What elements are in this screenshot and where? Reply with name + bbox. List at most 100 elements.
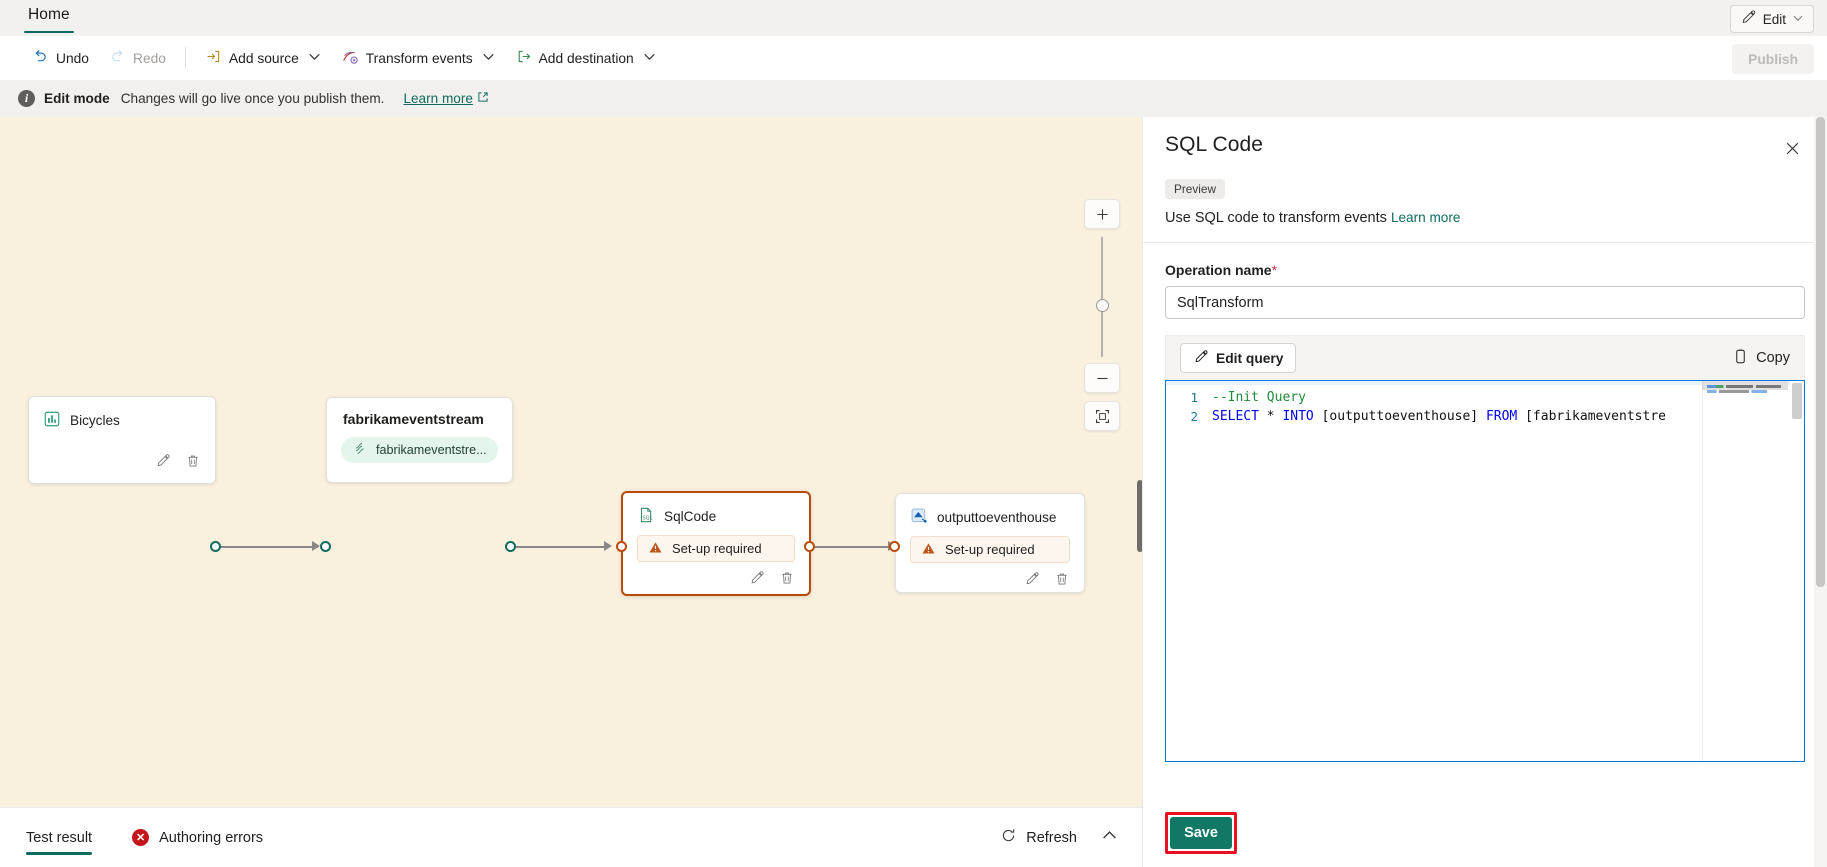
page-scrollbar[interactable] [1814,117,1827,867]
node-status-label: Set-up required [945,542,1035,557]
undo-button[interactable]: Undo [22,43,99,73]
operation-name-label: Operation name* [1165,262,1827,278]
node-chip-label: fabrikameventstre... [376,443,487,457]
trash-icon[interactable] [185,453,201,474]
edit-button-label: Edit [1762,11,1786,27]
canvas-node-outputtoeventhouse[interactable]: outputtoeventhouse Set-up required [895,493,1085,593]
panel-divider [1143,242,1827,243]
sql-file-icon: SQL [637,506,655,527]
tab-test-result[interactable]: Test result [26,808,93,867]
add-source-icon [205,48,222,68]
node-actions [896,563,1084,602]
add-source-button[interactable]: Add source [195,43,331,73]
chevron-down-icon [482,50,495,66]
eventstream-canvas[interactable]: Bicycles fabrikameventstream fabrikameve… [0,117,1142,807]
node-label: Bicycles [70,413,120,428]
node-actions [623,562,809,601]
edit-button[interactable]: Edit [1729,5,1814,33]
banner-learn-more-label: Learn more [403,91,473,106]
node-output-port-sqlcode[interactable] [804,541,815,552]
panel-divider-vertical [1142,117,1143,867]
banner-title: Edit mode [44,91,110,106]
node-status-setup-required: Set-up required [910,536,1070,563]
node-status-setup-required: Set-up required [637,535,795,562]
editor-minimap[interactable] [1702,381,1788,761]
node-title-row: fabrikameventstream [327,398,512,427]
panel-learn-more-link[interactable]: Learn more [1390,210,1461,225]
node-input-port-sqlcode[interactable] [616,541,627,552]
canvas-node-fabrikameventstream[interactable]: fabrikameventstream fabrikameventstre... [326,397,513,483]
warning-icon [921,541,936,559]
chevron-down-icon [308,50,321,66]
panel-header: SQL Code [1143,117,1827,157]
node-label: SqlCode [664,509,717,524]
sql-code-panel: SQL Code Preview Use SQL code to transfo… [1143,117,1827,867]
sql-code-editor[interactable]: 1 --Init Query 2 SELECT * INTO [outputto… [1165,380,1805,762]
chevron-down-icon [643,50,656,66]
collapse-panel-button[interactable] [1099,825,1120,851]
chevron-down-icon [1792,12,1804,27]
trash-icon[interactable] [779,570,795,591]
banner-learn-more-link[interactable]: Learn more [403,91,489,106]
canvas-node-bicycles[interactable]: Bicycles [28,396,216,484]
authoring-errors-button[interactable]: ✕ Authoring errors [132,829,263,846]
node-input-port-eventhouse[interactable] [889,541,900,552]
zoom-out-button[interactable] [1084,363,1120,393]
sql-token-plain: * [1258,409,1283,424]
canvas-node-sqlcode[interactable]: SQL SqlCode Set-up required [621,491,811,596]
sql-token-comment: --Init Query [1212,390,1306,405]
operation-name-value: SqlTransform [1177,294,1264,311]
node-chip-eventstream: fabrikameventstre... [341,437,498,463]
close-icon[interactable] [1777,133,1807,163]
sql-token-keyword: INTO [1282,409,1314,424]
sql-token-keyword: FROM [1485,409,1518,424]
transform-events-button[interactable]: Transform events [331,43,505,73]
node-input-port-eventstream[interactable] [320,541,331,552]
add-destination-button[interactable]: Add destination [505,43,666,73]
editor-line-content: SELECT * INTO [outputtoeventhouse] FROM … [1212,409,1804,424]
tab-home[interactable]: Home [22,0,76,36]
info-icon: i [18,90,35,107]
zoom-in-button[interactable] [1084,199,1120,229]
node-output-port-bicycles[interactable] [210,541,221,552]
edit-query-button[interactable]: Edit query [1180,343,1297,373]
undo-icon [32,48,49,68]
pencil-icon[interactable] [1024,571,1040,592]
fit-to-screen-button[interactable] [1084,401,1120,431]
sample-data-chart-icon [43,410,61,431]
refresh-button[interactable]: Refresh [1000,827,1077,848]
zoom-slider-track[interactable] [1095,237,1109,357]
zoom-controls-gap [1084,393,1120,401]
editor-vertical-scrollbar-thumb[interactable] [1792,383,1802,419]
tab-home-active-underline [24,30,74,33]
redo-label: Redo [132,50,166,66]
refresh-icon [1000,827,1017,848]
canvas-edge-sqlcode-to-eventhouse [815,546,893,548]
copy-button[interactable]: Copy [1732,348,1790,369]
tab-strip: Home Edit [0,0,1827,36]
pencil-icon [1740,9,1757,29]
external-link-icon [477,91,489,106]
banner-message: Changes will go live once you publish th… [120,91,385,106]
trash-icon[interactable] [1054,571,1070,592]
eventhouse-icon [910,507,928,528]
tab-test-result-active-underline [26,852,93,855]
editor-vertical-scrollbar[interactable] [1790,381,1804,761]
node-title-row: outputtoeventhouse [896,494,1084,528]
svg-text:SQL: SQL [643,516,653,522]
node-status-label: Set-up required [672,541,762,556]
node-output-port-eventstream[interactable] [505,541,516,552]
page-scrollbar-thumb[interactable] [1816,117,1825,587]
pencil-icon[interactable] [155,453,171,474]
editor-minimap-row [1707,390,1767,393]
panel-description: Use SQL code to transform events Learn m… [1165,210,1827,226]
canvas-vertical-scrollbar[interactable] [1137,480,1143,552]
query-toolbar: Edit query Copy [1165,335,1805,380]
operation-name-input[interactable]: SqlTransform [1165,286,1805,319]
editor-line-number: 2 [1190,409,1198,424]
zoom-slider-thumb[interactable] [1095,299,1109,312]
copy-icon [1732,348,1749,369]
save-button[interactable]: Save [1170,817,1232,849]
pencil-icon[interactable] [749,570,765,591]
command-bar-separator [184,47,186,69]
